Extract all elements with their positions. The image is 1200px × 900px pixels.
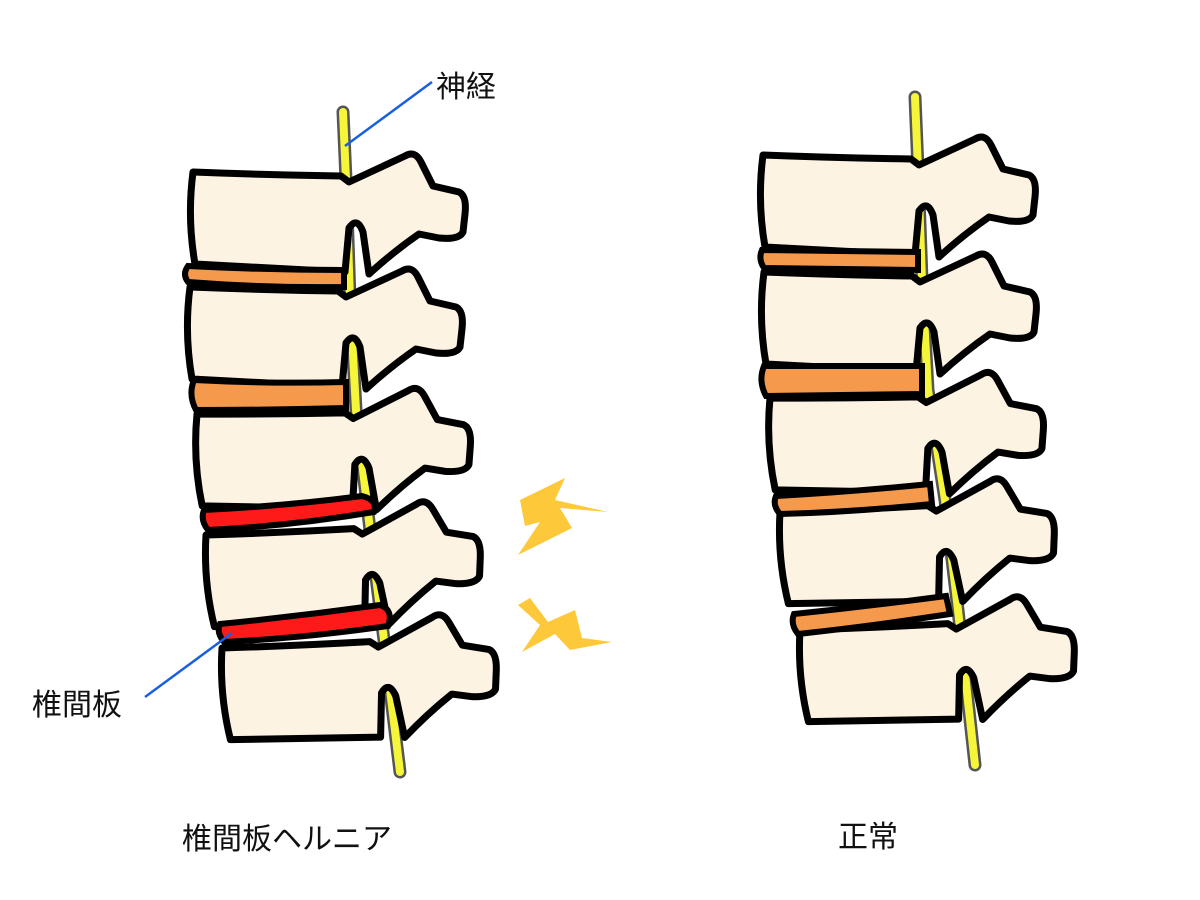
disc-leader-line	[144, 631, 233, 699]
disc-normal	[789, 592, 954, 638]
disc-normal	[182, 262, 347, 291]
pain-bolt-icon	[518, 478, 608, 555]
herniated-spine	[182, 154, 501, 750]
normal-spine	[760, 137, 1078, 732]
pain-bolt-icon	[518, 598, 612, 652]
disc-herniated	[199, 492, 378, 534]
disc-normal	[757, 246, 921, 274]
disc-label: 椎間板	[32, 688, 122, 723]
disc-normal	[771, 480, 936, 518]
nerve-leader-line	[344, 80, 433, 148]
vertebra	[190, 154, 465, 274]
nerve-label: 神経	[436, 70, 496, 105]
herniated-title: 椎間板ヘルニア	[182, 822, 392, 857]
vertebra	[760, 137, 1035, 257]
normal-title: 正常	[838, 820, 898, 855]
disc-normal	[758, 363, 925, 400]
disc-normal	[188, 376, 349, 414]
